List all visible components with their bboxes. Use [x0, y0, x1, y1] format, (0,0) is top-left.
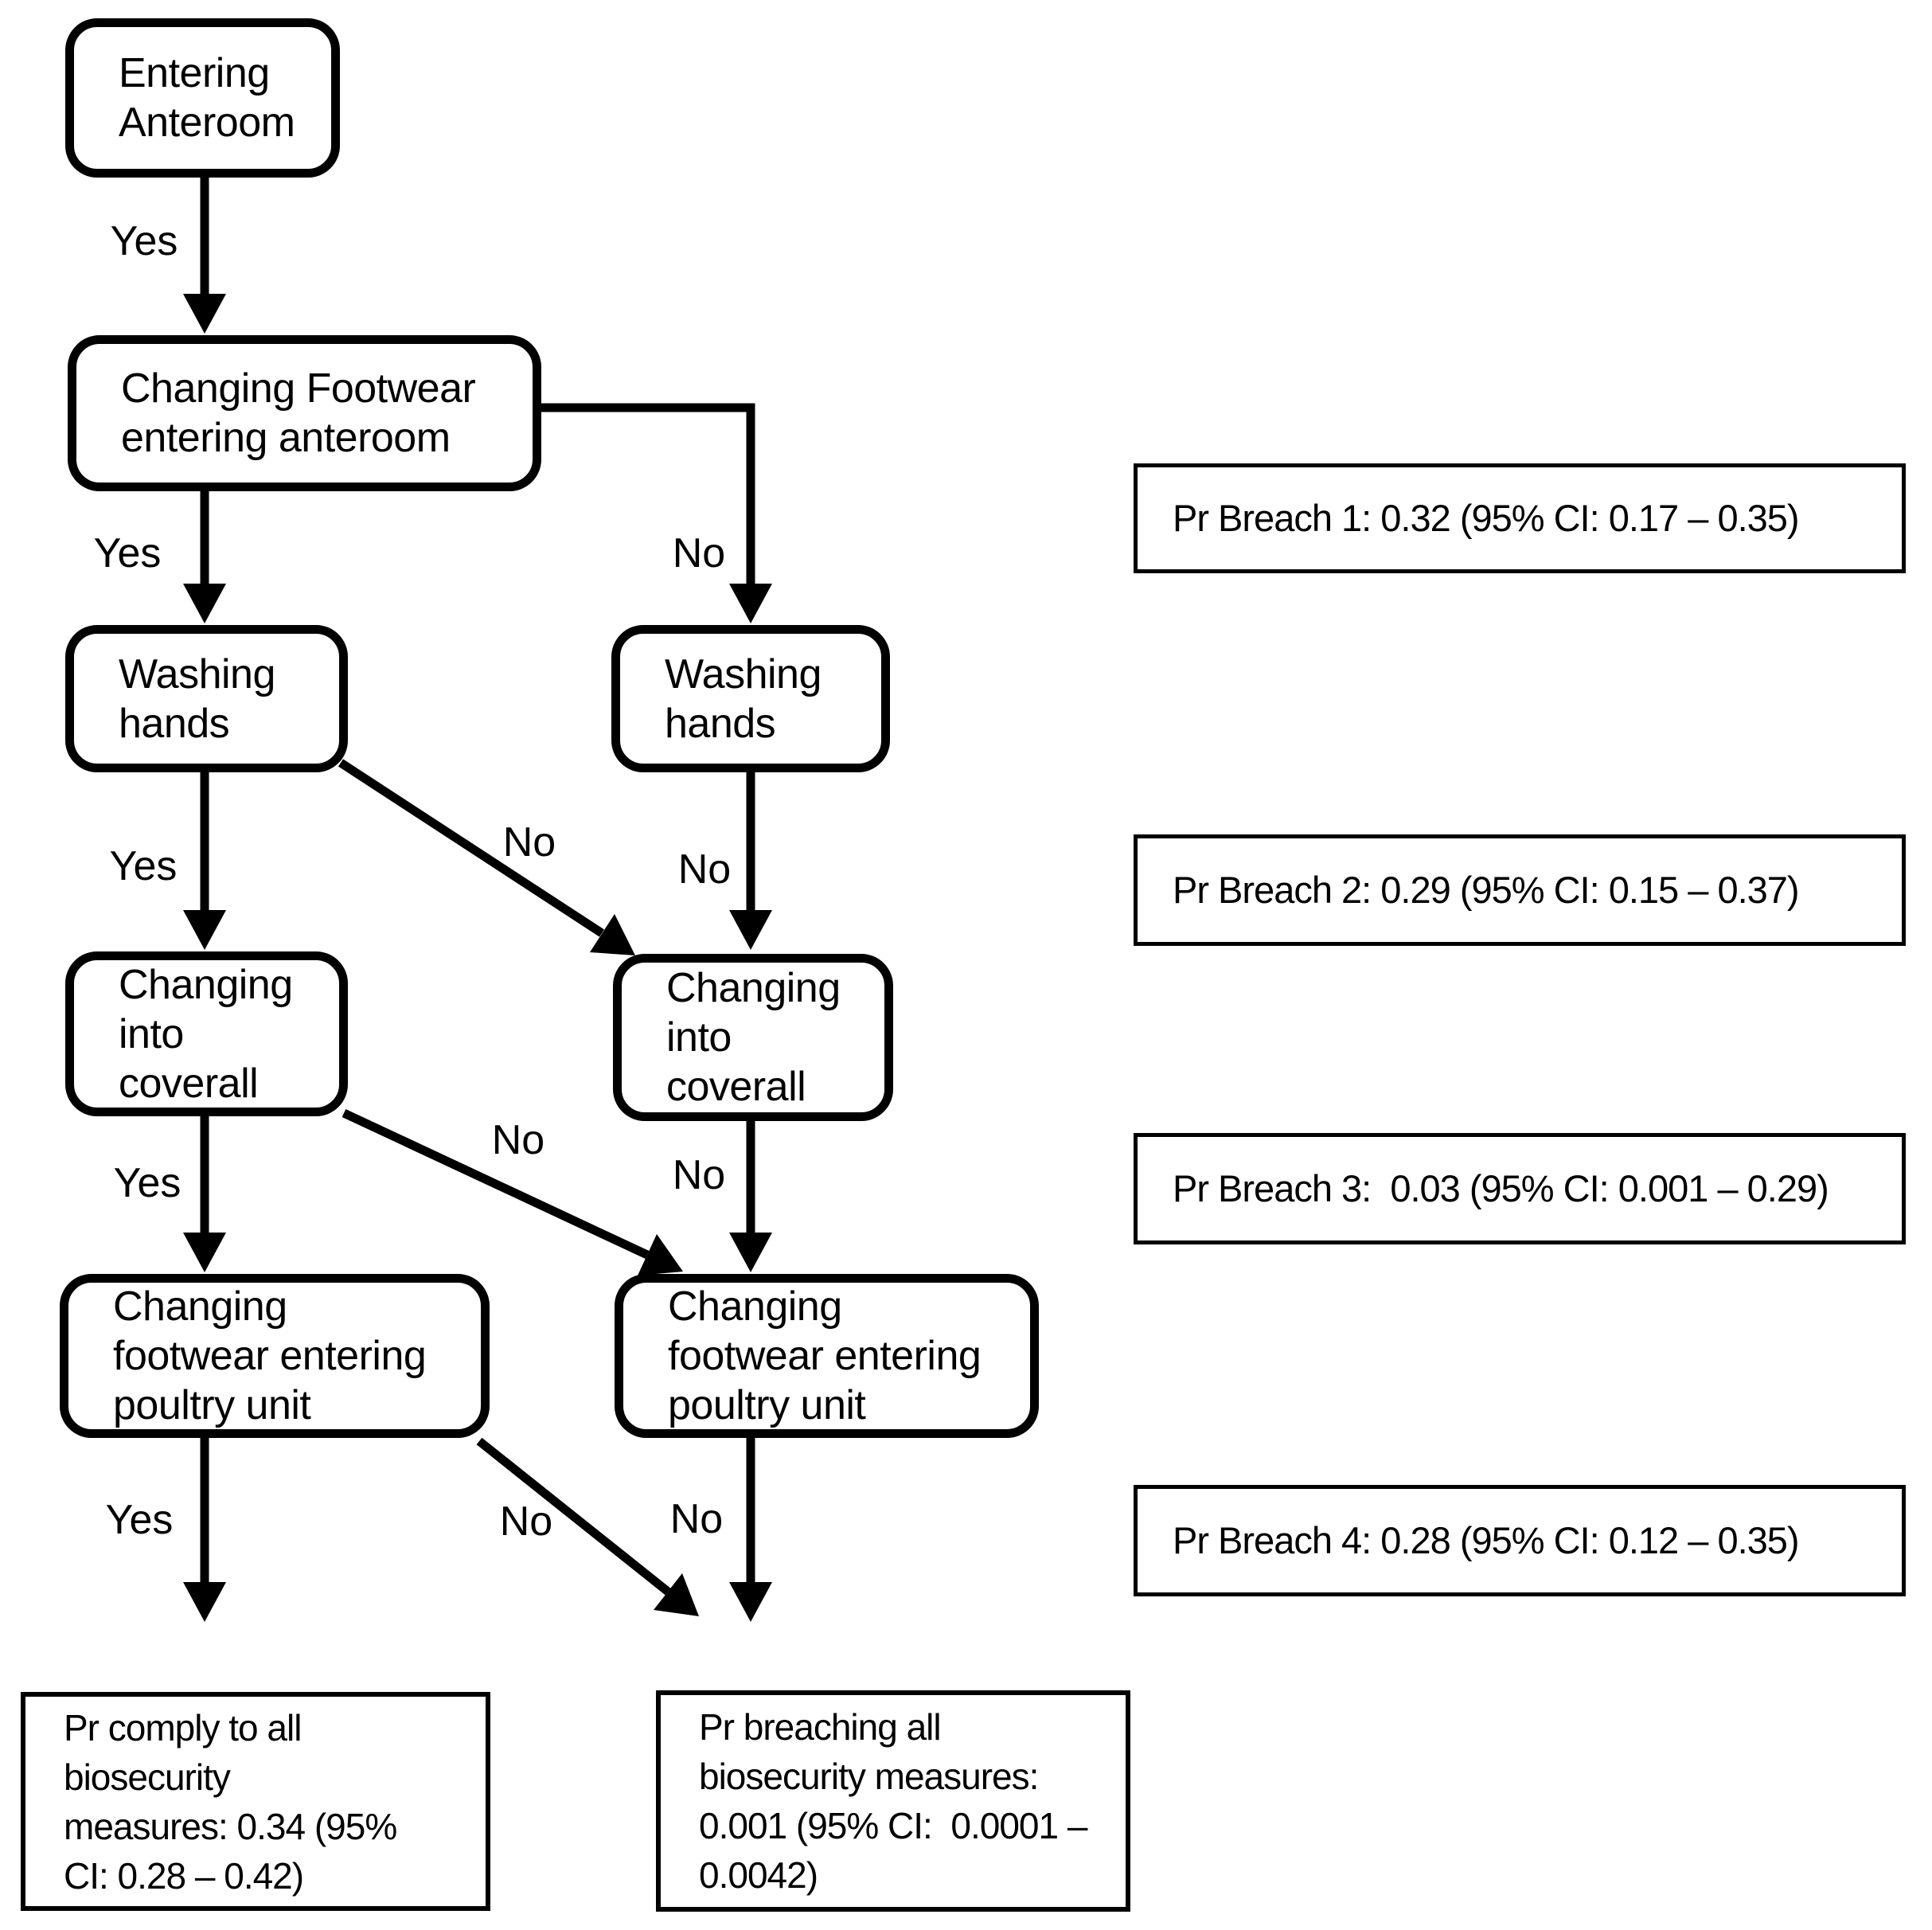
edge-washing-hands-no-diagonal	[338, 759, 635, 955]
label-washing-hands-yes: Yes	[109, 843, 178, 889]
node-changing-footwear-poultry-right-label: Changing footwear entering poultry unit	[668, 1283, 982, 1428]
edge-washing-hands-no-vertical	[729, 772, 772, 950]
node-changing-coverall-right-label: Changing into coverall	[666, 965, 841, 1110]
breach-probability-4-label: Pr Breach 4: 0.28 (95% CI: 0.12 – 0.35)	[1173, 1519, 1800, 1561]
node-washing-hands-left-label: Washing hands	[119, 650, 275, 747]
edge-entering-anteroom-yes	[183, 178, 226, 334]
breach-probability-3: Pr Breach 3: 0.03 (95% CI: 0.001 – 0.29)	[1134, 1133, 1906, 1244]
breach-probability-3-label: Pr Breach 3: 0.03 (95% CI: 0.001 – 0.29)	[1173, 1167, 1829, 1209]
node-changing-footwear-poultry-left-label: Changing footwear entering poultry unit	[113, 1283, 427, 1428]
breach-probability-2-label: Pr Breach 2: 0.29 (95% CI: 0.15 – 0.37)	[1173, 869, 1800, 911]
outcome-comply-all: Pr comply to all biosecurity measures: 0…	[21, 1692, 490, 1911]
label-changing-footwear-yes: Yes	[93, 530, 162, 576]
edge-coverall-no-vertical	[729, 1116, 772, 1272]
label-coverall-no-vertical: No	[672, 1152, 726, 1198]
outcome-breach-all-label: Pr breaching all biosecurity measures: 0…	[699, 1706, 1087, 1896]
breach-probability-1: Pr Breach 1: 0.32 (95% CI: 0.17 – 0.35)	[1134, 463, 1906, 573]
edge-poultry-no-diagonal	[476, 1437, 699, 1616]
breach-probability-1-label: Pr Breach 1: 0.32 (95% CI: 0.17 – 0.35)	[1173, 497, 1800, 539]
label-coverall-no-diagonal: No	[491, 1117, 545, 1163]
outcome-comply-all-label: Pr comply to all biosecurity measures: 0…	[64, 1706, 397, 1897]
node-entering-anteroom: Entering Anteroom	[65, 18, 340, 178]
outcome-breach-all: Pr breaching all biosecurity measures: 0…	[656, 1690, 1130, 1912]
label-entering-anteroom-yes: Yes	[110, 218, 178, 264]
node-washing-hands-right: Washing hands	[611, 625, 890, 772]
label-washing-hands-no-diagonal: No	[502, 819, 556, 865]
edge-poultry-no-vertical	[729, 1438, 772, 1622]
label-poultry-no-diagonal: No	[499, 1498, 553, 1545]
node-entering-anteroom-label: Entering Anteroom	[119, 50, 295, 146]
edge-coverall-yes	[183, 1116, 226, 1272]
edge-washing-hands-yes	[183, 772, 226, 950]
edge-changing-footwear-no	[541, 403, 772, 623]
node-changing-coverall-left-label: Changing into coverall	[119, 961, 293, 1107]
edge-changing-footwear-yes	[183, 491, 226, 623]
breach-probability-2: Pr Breach 2: 0.29 (95% CI: 0.15 – 0.37)	[1134, 834, 1906, 946]
edge-coverall-no-diagonal	[342, 1109, 683, 1276]
node-changing-footwear-poultry-left: Changing footwear entering poultry unit	[60, 1274, 490, 1438]
node-changing-footwear-anteroom: Changing Footwear entering anteroom	[68, 335, 541, 491]
node-changing-coverall-right: Changing into coverall	[613, 954, 893, 1121]
node-changing-footwear-poultry-right: Changing footwear entering poultry unit	[615, 1274, 1039, 1438]
node-changing-footwear-anteroom-label: Changing Footwear entering anteroom	[121, 365, 476, 461]
node-changing-coverall-left: Changing into coverall	[65, 951, 348, 1116]
label-coverall-yes: Yes	[113, 1160, 181, 1206]
node-washing-hands-right-label: Washing hands	[665, 650, 822, 747]
label-poultry-yes: Yes	[105, 1497, 174, 1543]
label-washing-hands-no-vertical: No	[677, 846, 732, 893]
breach-probability-4: Pr Breach 4: 0.28 (95% CI: 0.12 – 0.35)	[1134, 1485, 1906, 1596]
label-changing-footwear-no: No	[672, 530, 726, 576]
node-washing-hands-left: Washing hands	[65, 625, 348, 772]
edge-poultry-yes	[183, 1438, 226, 1622]
label-poultry-no-vertical: No	[669, 1496, 724, 1542]
